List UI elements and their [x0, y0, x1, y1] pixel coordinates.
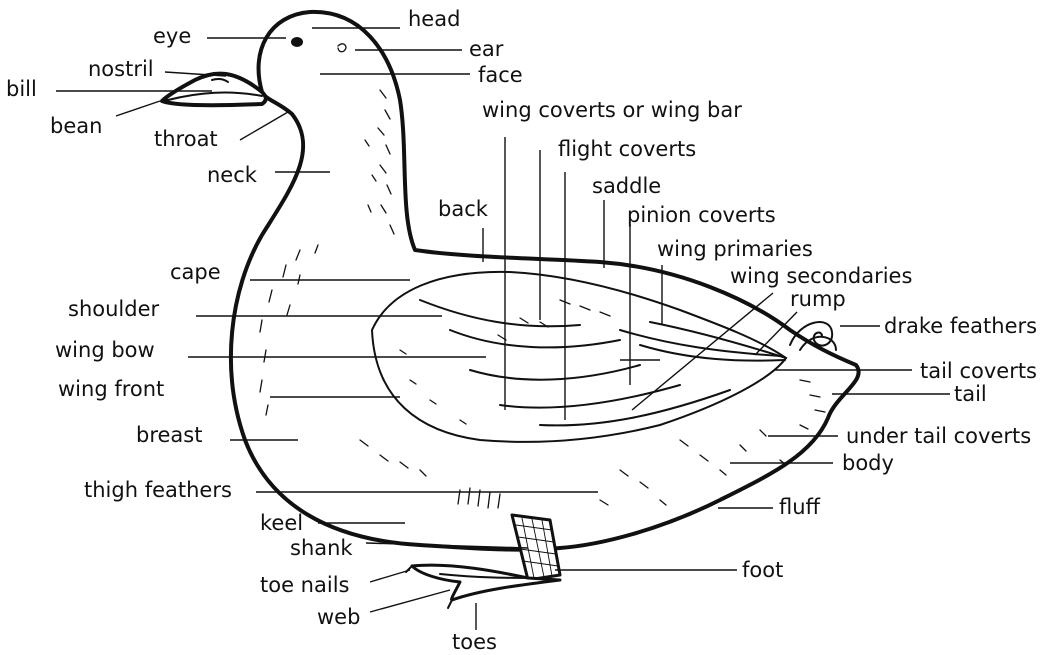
- label-rump: rump: [790, 287, 846, 311]
- label-bean: bean: [50, 114, 102, 138]
- label-fluff: fluff: [779, 495, 821, 519]
- label-foot: foot: [742, 558, 783, 582]
- label-cape: cape: [170, 260, 221, 284]
- label-saddle: saddle: [592, 174, 661, 198]
- label-neck: neck: [207, 163, 258, 187]
- label-ear: ear: [469, 37, 504, 61]
- label-pinion-coverts: pinion coverts: [627, 203, 776, 227]
- label-under-tail-coverts: under tail coverts: [846, 424, 1031, 448]
- label-shank: shank: [290, 536, 353, 560]
- label-wing-coverts-or-wing-bar: wing coverts or wing bar: [482, 98, 742, 122]
- label-tail: tail: [954, 382, 987, 406]
- label-thigh-feathers: thigh feathers: [84, 478, 232, 502]
- label-toe-nails: toe nails: [260, 573, 349, 597]
- label-wing-secondaries: wing secondaries: [730, 264, 912, 288]
- label-breast: breast: [136, 423, 202, 447]
- label-keel: keel: [260, 511, 303, 535]
- label-bill: bill: [6, 77, 37, 101]
- label-wing-primaries: wing primaries: [657, 237, 813, 261]
- label-shoulder: shoulder: [68, 297, 159, 321]
- label-back: back: [438, 197, 489, 221]
- label-eye: eye: [153, 24, 191, 48]
- duck-eye: [291, 37, 303, 47]
- label-throat: throat: [154, 127, 218, 151]
- label-face: face: [478, 63, 523, 87]
- toe-nail-back: [448, 600, 452, 608]
- label-body: body: [842, 451, 894, 475]
- bill-shape: [162, 74, 266, 106]
- bean-dot: [162, 97, 168, 103]
- label-wing-bow: wing bow: [55, 338, 155, 362]
- label-toes: toes: [452, 630, 497, 654]
- label-nostril: nostril: [88, 57, 154, 81]
- label-wing-front: wing front: [58, 377, 164, 401]
- label-tail-coverts: tail coverts: [920, 359, 1037, 383]
- label-drake-feathers: drake feathers: [884, 314, 1037, 338]
- label-flight-coverts: flight coverts: [558, 137, 696, 161]
- label-web: web: [317, 605, 360, 629]
- label-head: head: [408, 7, 460, 31]
